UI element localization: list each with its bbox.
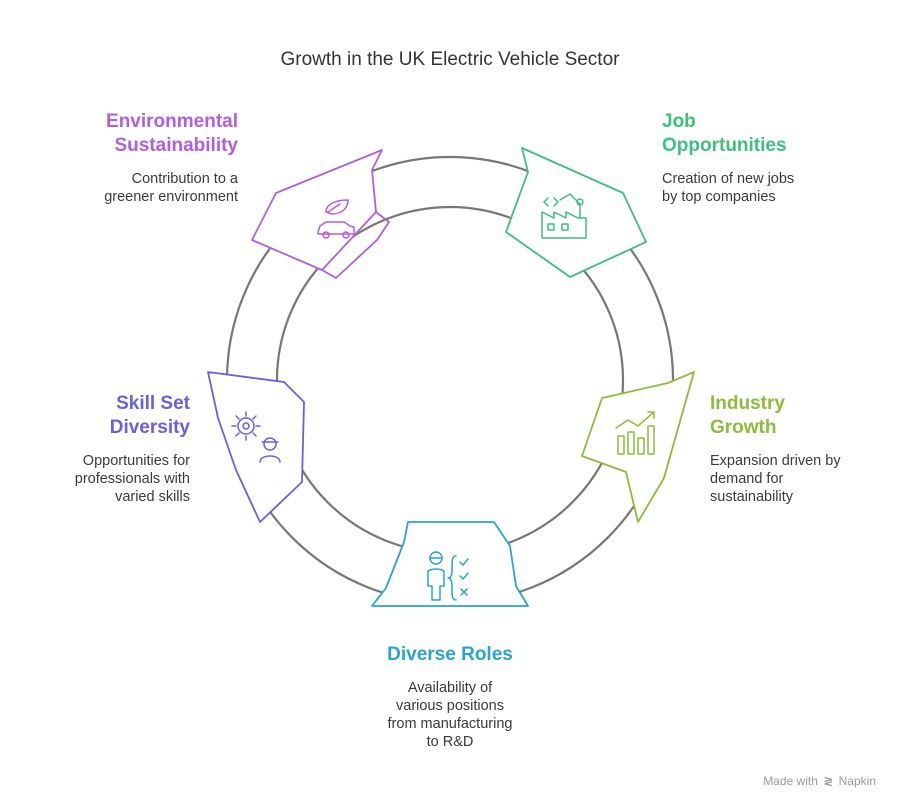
node-skills-arrow [207,371,305,523]
node-roles-heading: Diverse Roles [387,644,513,665]
napkin-footer[interactable]: Made with ≷ Napkin [763,774,876,788]
factory-robot-arm-icon [541,193,587,239]
person-checklist-icon [427,551,469,601]
growth-chart-icon [615,411,655,455]
eco-car-icon [317,199,355,239]
made-with-label: Made with [763,774,818,788]
gear-worker-icon [231,411,281,463]
napkin-brand: Napkin [838,774,876,788]
node-roles-arrow [371,521,529,607]
node-industry-arrow [581,371,695,523]
napkin-logo-icon: ≷ [823,774,834,788]
node-jobs-arrow [505,147,647,278]
diagram-title: Growth in the UK Electric Vehicle Sector [280,49,620,70]
node-environment-arrow [251,149,390,279]
